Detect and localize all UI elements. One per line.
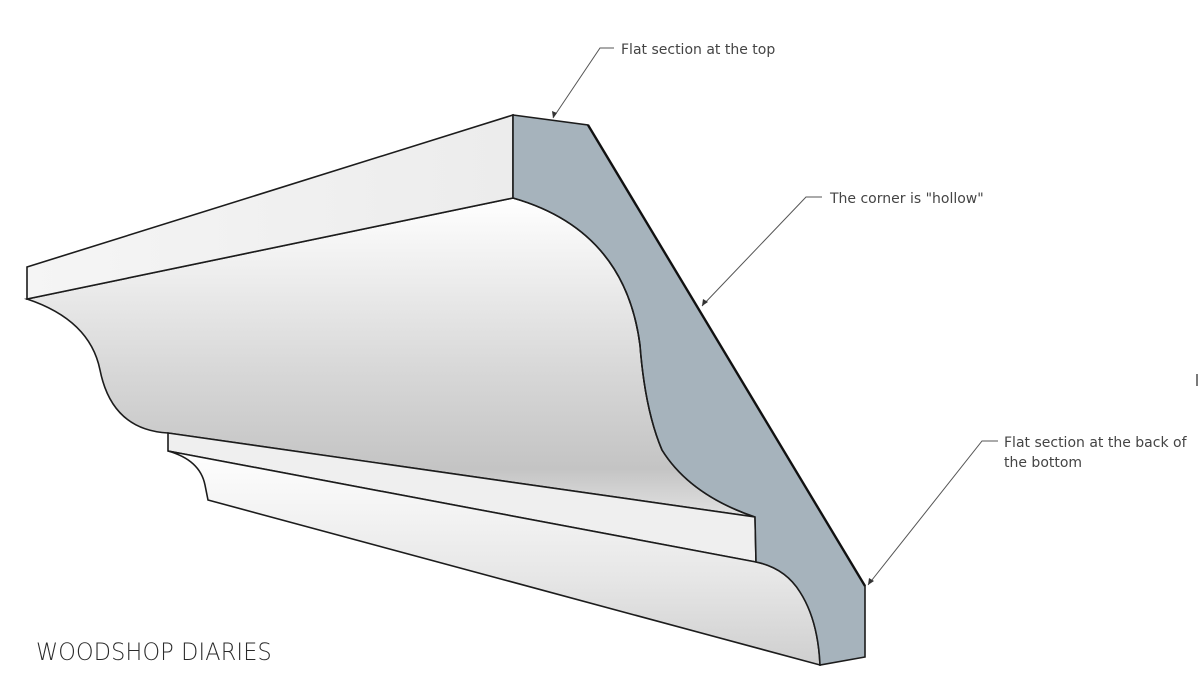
callout-top-flat: Flat section at the top <box>552 42 775 119</box>
leader-arrow-bottom <box>868 578 874 585</box>
callout-label-bottom-flat-line1: Flat section at the back of <box>1004 435 1188 451</box>
brand-watermark: WOODSHOP DIARIES <box>36 638 272 666</box>
end-grain-cove-edge <box>512 197 756 518</box>
leader-line-top <box>552 47 614 119</box>
leader-line-hollow <box>701 196 822 307</box>
callout-bottom-flat: Flat section at the back of the bottom <box>867 435 1188 586</box>
leader-line-bottom <box>867 440 998 586</box>
callout-label-top-flat: Flat section at the top <box>621 42 775 58</box>
leader-arrow-top <box>552 111 557 118</box>
molding-body <box>23 113 867 667</box>
edge-tick-mark <box>1196 374 1198 386</box>
callout-label-bottom-flat-line2: the bottom <box>1004 455 1082 471</box>
callout-label-hollow-corner: The corner is "hollow" <box>829 191 984 207</box>
back-edge <box>586 124 867 587</box>
callout-hollow-corner: The corner is "hollow" <box>701 191 984 307</box>
leader-arrow-hollow <box>702 299 708 306</box>
